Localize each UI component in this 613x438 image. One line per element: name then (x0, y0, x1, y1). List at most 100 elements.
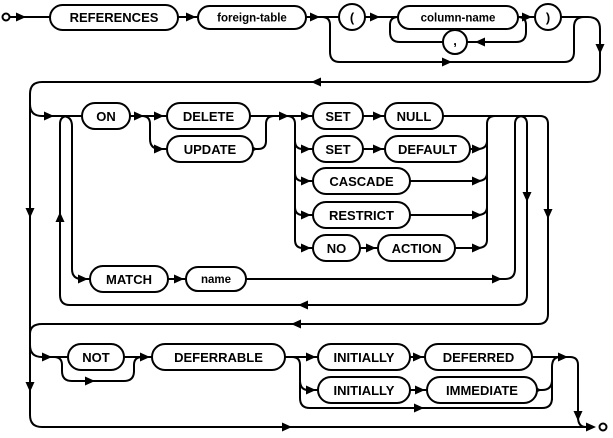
node-update: UPDATE (166, 135, 254, 163)
end-terminal-icon (598, 422, 608, 432)
keyword-box (89, 265, 169, 293)
punctuation-circle (442, 29, 468, 55)
arrowhead (492, 274, 502, 284)
nonterminal-box (197, 5, 307, 30)
arrowhead (472, 176, 482, 186)
arrowhead (413, 352, 423, 362)
node-initially-2: INITIALLY (317, 376, 411, 404)
keyword-box (312, 201, 411, 229)
keyword-label: INITIALLY (334, 383, 395, 398)
arrowhead (301, 243, 311, 253)
node-set-2: SET (312, 135, 364, 163)
arrowhead (414, 403, 424, 413)
keyword-box (67, 343, 125, 371)
punctuation-circle (534, 3, 562, 31)
node-foreign-table: foreign-table (197, 5, 307, 30)
node-name: name (185, 266, 247, 292)
arrowhead (134, 111, 144, 121)
wire-immediate-merge (537, 379, 553, 391)
arrowhead (475, 37, 485, 47)
keyword-box (426, 376, 538, 404)
keyword-box (312, 167, 411, 195)
arrowhead (154, 144, 164, 154)
node-delete: DELETE (166, 102, 251, 130)
arrowhead (25, 208, 35, 218)
arrowhead (522, 12, 532, 22)
arrowhead (186, 12, 196, 22)
node-lparen: ( (338, 3, 366, 31)
wire-action-row (455, 239, 488, 249)
punctuation-circle (338, 3, 366, 31)
arrowhead (16, 12, 26, 22)
keyword-label: NULL (397, 109, 432, 124)
keyword-box (151, 343, 286, 371)
wire-initially-branch (291, 356, 318, 391)
arrowhead (370, 12, 380, 22)
keyword-label: NO (327, 241, 347, 256)
wire-clause-loop-back (59, 115, 528, 306)
keyword-label: RESTRICT (329, 208, 394, 223)
node-comma: , (442, 29, 468, 55)
keyword-label: ON (96, 109, 116, 124)
keyword-box (81, 102, 131, 130)
arrowhead (291, 319, 301, 329)
wire-update-branch (141, 115, 167, 150)
wire-deferred-exit (532, 356, 587, 428)
node-match: MATCH (89, 265, 169, 293)
keyword-label: DEFERRED (443, 350, 515, 365)
keyword-label: DEFERRABLE (174, 350, 263, 365)
wire-match-branch (61, 115, 90, 280)
keyword-box (166, 102, 251, 130)
node-restrict: RESTRICT (312, 201, 411, 229)
keyword-box (384, 135, 471, 163)
keyword-label: SET (325, 142, 350, 157)
arrowhead (301, 144, 311, 154)
keyword-box (49, 4, 179, 31)
arrowhead (373, 111, 383, 121)
punctuation-label: , (453, 33, 457, 48)
keyword-label: DEFAULT (398, 142, 457, 157)
arrowhead (415, 385, 425, 395)
wire-initially-merge-vertical (551, 356, 561, 400)
arrowhead (140, 352, 150, 362)
wire-actions-merge-vertical (486, 115, 496, 240)
arrowhead (78, 274, 88, 284)
node-immediate: IMMEDIATE (426, 376, 538, 404)
arrowhead (472, 210, 482, 220)
keyword-label: IMMEDIATE (446, 383, 518, 398)
nonterminal-label: column-name (421, 13, 496, 25)
arrowhead (301, 111, 311, 121)
wire-update-merge (253, 115, 275, 150)
nonterminal-box (397, 5, 519, 30)
wire-name-exit (246, 115, 524, 280)
node-cascade: CASCADE (312, 167, 411, 195)
arrowhead (282, 422, 292, 432)
arrowhead (306, 385, 316, 395)
wire-action-branch (286, 115, 313, 249)
keyword-box (312, 135, 364, 163)
nodes: REFERENCES foreign-table ( column-name ,… (49, 3, 562, 404)
arrowhead (366, 243, 376, 253)
arrowhead (174, 274, 184, 284)
keyword-box (424, 343, 533, 371)
keyword-label: NOT (82, 350, 110, 365)
arrowhead (306, 352, 316, 362)
arrowhead (543, 209, 553, 219)
keyword-box (166, 135, 254, 163)
keyword-label: UPDATE (184, 142, 237, 157)
start-terminal-icon (1, 12, 11, 22)
keyword-box (377, 234, 456, 262)
node-null: NULL (384, 102, 444, 130)
node-on: ON (81, 102, 131, 130)
node-references: REFERENCES (49, 4, 179, 31)
node-default: DEFAULT (384, 135, 471, 163)
arrowhead (301, 176, 311, 186)
node-initially-1: INITIALLY (317, 343, 411, 371)
arrowhead (55, 212, 65, 222)
arrowhead (298, 300, 308, 310)
arrowhead (25, 382, 35, 392)
arrowhead (558, 352, 568, 362)
arrowhead (311, 77, 321, 87)
